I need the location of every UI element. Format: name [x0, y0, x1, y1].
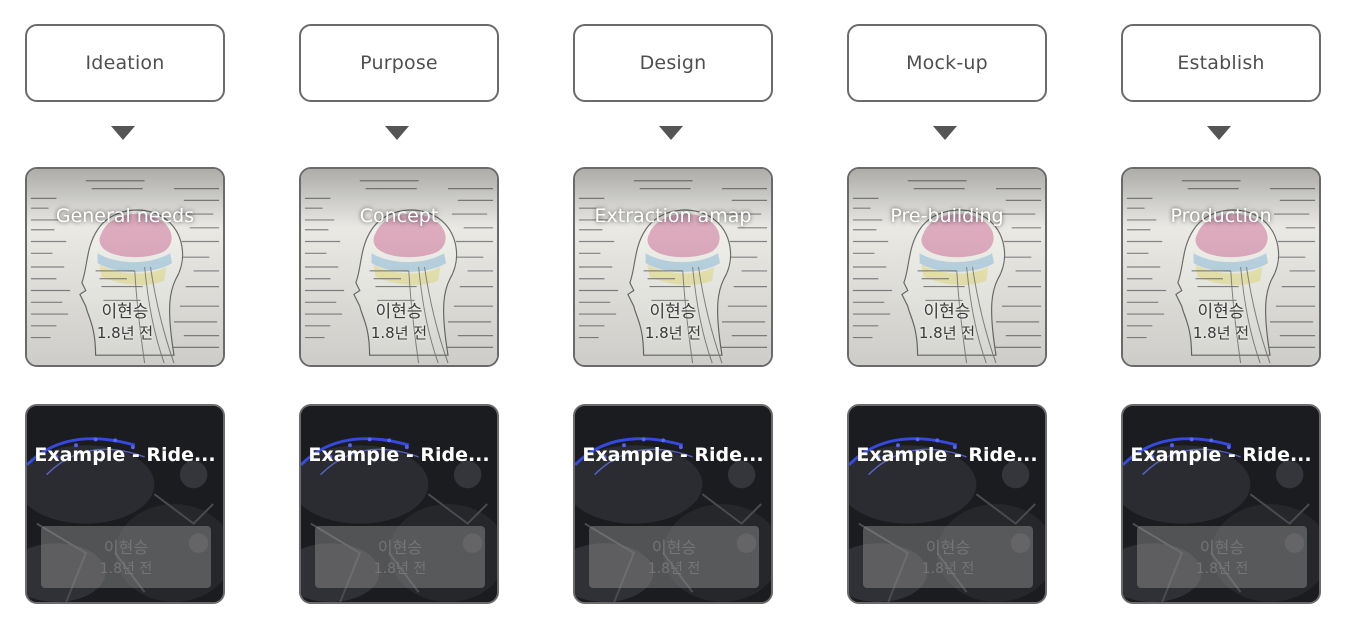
card-author: 이현승: [651, 538, 697, 557]
card-author: 이현승: [925, 538, 971, 557]
thumbnail-shade: [849, 169, 1045, 365]
card-author: 이현승: [103, 538, 149, 557]
stage-column: Design Extraction amap 이현승 1.8년 전 Exampl…: [573, 0, 773, 639]
board-card-example-ride[interactable]: Example - Ride... 이현승 1.8년 전: [573, 404, 773, 604]
card-title: Extraction amap: [594, 205, 752, 227]
stage-column: Mock-up Pre-building 이현승 1.8년 전 Example …: [847, 0, 1047, 639]
stage-ideation-button[interactable]: Ideation: [25, 24, 225, 102]
card-title: Pre-building: [890, 205, 1004, 227]
stage-column: Establish Production 이현승 1.8년 전 Example …: [1121, 0, 1321, 639]
board-card-extraction-amap[interactable]: Extraction amap 이현승 1.8년 전: [573, 167, 773, 367]
card-meta-overlay: 이현승 1.8년 전: [863, 526, 1033, 588]
card-timestamp: 1.8년 전: [1195, 561, 1249, 577]
triangle-down-icon: [1207, 126, 1231, 140]
card-author: 이현승: [923, 302, 971, 322]
card-timestamp: 1.8년 전: [99, 561, 153, 577]
card-meta-overlay: 이현승 1.8년 전: [1137, 526, 1307, 588]
stage-establish-button[interactable]: Establish: [1121, 24, 1321, 102]
board-card-pre-building[interactable]: Pre-building 이현승 1.8년 전: [847, 167, 1047, 367]
card-meta-overlay: 이현승 1.8년 전: [41, 526, 211, 588]
stage-column: Purpose Concept 이현승 1.8년 전 Example - Rid…: [299, 0, 499, 639]
card-timestamp: 1.8년 전: [96, 324, 154, 342]
card-author: 이현승: [1197, 302, 1245, 322]
triangle-down-icon: [933, 126, 957, 140]
card-meta-overlay: 이현승 1.8년 전: [589, 526, 759, 588]
card-title: Example - Ride...: [1130, 444, 1312, 466]
thumbnail-shade: [575, 169, 771, 365]
card-author: 이현승: [649, 302, 697, 322]
card-title: Example - Ride...: [582, 444, 764, 466]
card-author: 이현승: [1199, 538, 1245, 557]
card-timestamp: 1.8년 전: [918, 324, 976, 342]
board-card-example-ride[interactable]: Example - Ride... 이현승 1.8년 전: [25, 404, 225, 604]
board-card-example-ride[interactable]: Example - Ride... 이현승 1.8년 전: [1121, 404, 1321, 604]
card-timestamp: 1.8년 전: [370, 324, 428, 342]
stage-purpose-button[interactable]: Purpose: [299, 24, 499, 102]
thumbnail-shade: [1123, 169, 1319, 365]
triangle-down-icon: [385, 126, 409, 140]
card-timestamp: 1.8년 전: [373, 561, 427, 577]
card-author: 이현승: [101, 302, 149, 322]
board-card-example-ride[interactable]: Example - Ride... 이현승 1.8년 전: [299, 404, 499, 604]
card-author: 이현승: [375, 302, 423, 322]
board-card-concept[interactable]: Concept 이현승 1.8년 전: [299, 167, 499, 367]
board-card-general-needs[interactable]: General needs 이현승 1.8년 전: [25, 167, 225, 367]
stage-design-button[interactable]: Design: [573, 24, 773, 102]
card-title: Production: [1170, 205, 1272, 227]
thumbnail-shade: [301, 169, 497, 365]
card-title: Example - Ride...: [856, 444, 1038, 466]
triangle-down-icon: [659, 126, 683, 140]
stage-mock-up-button[interactable]: Mock-up: [847, 24, 1047, 102]
card-meta-overlay: 이현승 1.8년 전: [315, 526, 485, 588]
card-timestamp: 1.8년 전: [1192, 324, 1250, 342]
board-card-example-ride[interactable]: Example - Ride... 이현승 1.8년 전: [847, 404, 1047, 604]
card-timestamp: 1.8년 전: [921, 561, 975, 577]
card-title: Example - Ride...: [308, 444, 490, 466]
stage-column: Ideation General needs 이현승 1.8년 전 Exampl…: [25, 0, 225, 639]
card-author: 이현승: [377, 538, 423, 557]
thumbnail-shade: [27, 169, 223, 365]
card-title: Example - Ride...: [34, 444, 216, 466]
card-title: General needs: [55, 205, 195, 227]
triangle-down-icon: [111, 126, 135, 140]
board-card-production[interactable]: Production 이현승 1.8년 전: [1121, 167, 1321, 367]
card-title: Concept: [359, 205, 439, 227]
card-timestamp: 1.8년 전: [644, 324, 702, 342]
card-timestamp: 1.8년 전: [647, 561, 701, 577]
